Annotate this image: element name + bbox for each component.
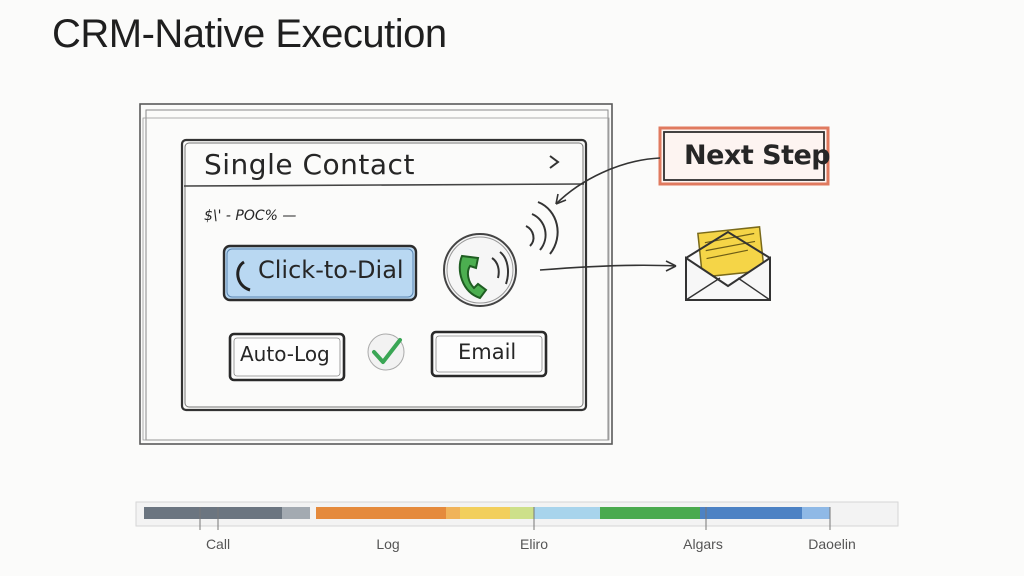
timeline-bar — [135, 501, 899, 530]
checkmark-icon — [367, 333, 405, 371]
timeline-segment-log — [316, 507, 448, 519]
timeline-label-eliro: Eliro — [519, 536, 549, 552]
click-to-dial-label: Click-to-Dial — [258, 256, 404, 284]
email-button-shape — [430, 330, 548, 378]
next-step-label: Next Step — [684, 140, 831, 171]
contact-status-line: $\' - POC% — — [204, 208, 297, 224]
next-step-box-shape — [658, 126, 830, 186]
auto-log-button-shape — [228, 332, 346, 382]
timeline-label-daoelin: Daoelin — [808, 536, 856, 552]
timeline-segment-email — [460, 507, 512, 519]
timeline-segment-call — [144, 507, 310, 519]
arrow-next-step — [555, 157, 661, 205]
page-title: CRM-Native Execution — [52, 12, 447, 56]
envelope-icon — [685, 226, 771, 301]
timeline-label-algars: Algars — [683, 536, 723, 552]
phone-icon[interactable] — [443, 233, 517, 307]
click-to-dial-button-shape — [222, 244, 418, 302]
auto-log-label: Auto-Log — [240, 342, 330, 366]
chevron-right-icon[interactable] — [549, 155, 560, 169]
arrow-to-email — [539, 260, 677, 272]
timeline-segment-deadline — [802, 507, 830, 519]
timeline-label-call: Call — [205, 536, 231, 552]
timeline-segment-green — [600, 507, 700, 519]
contact-header-title: Single Contact — [204, 148, 415, 181]
outer-window-frame — [139, 103, 613, 445]
email-label: Email — [458, 340, 517, 364]
timeline-label-log: Log — [376, 536, 400, 552]
contact-card-frame — [180, 138, 588, 412]
timeline-segment-alerts — [700, 507, 802, 519]
signal-waves-icon — [525, 201, 559, 255]
